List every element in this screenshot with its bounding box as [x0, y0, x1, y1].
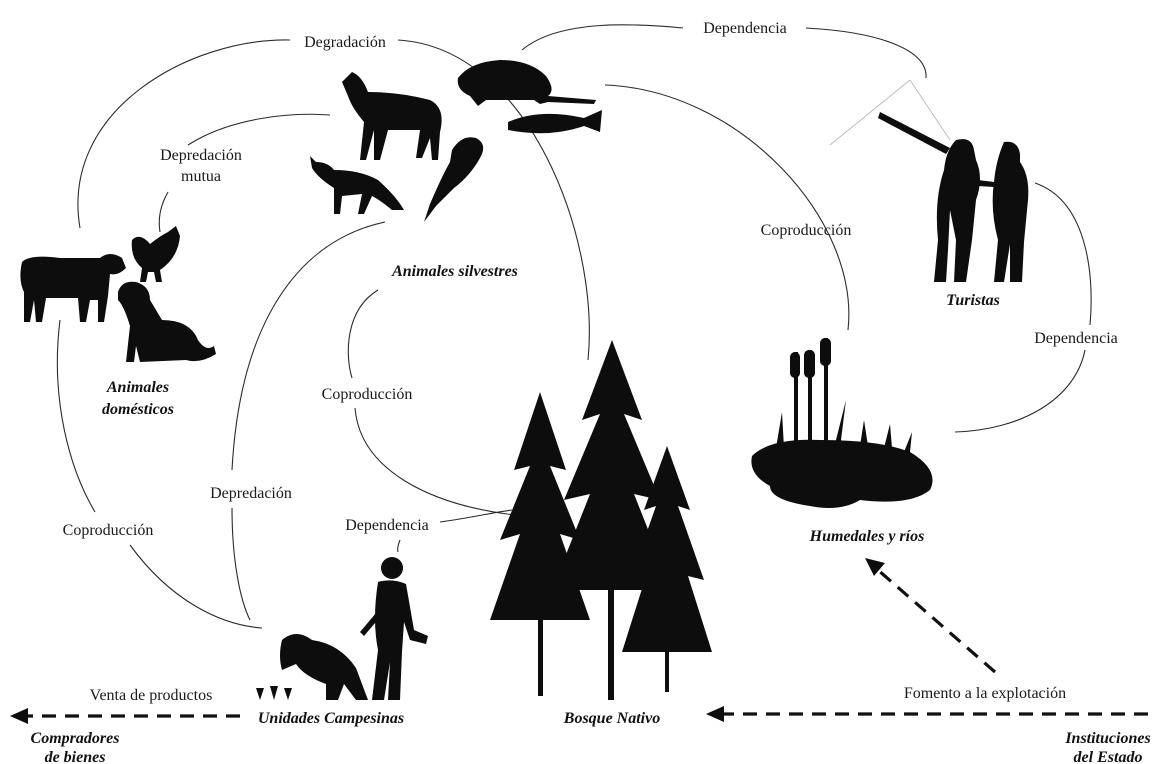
beaver-icon: [458, 60, 596, 106]
arrow-instituciones-head: [706, 706, 724, 722]
arc-degradacion: [78, 40, 290, 228]
arc-coproduccion-bosque: [348, 290, 378, 378]
deer-icon: [342, 72, 442, 160]
label-depredacion-mutua-1: Depredación: [160, 147, 242, 164]
arc-coproduccion-humedales: [605, 85, 849, 330]
arc-depredacion-mutua-down: [159, 192, 168, 232]
label-dependencia-campesinos: Dependencia: [345, 517, 429, 534]
arc-dependencia-campesinos-tick: [398, 540, 400, 552]
label-dependencia-top: Dependencia: [703, 20, 787, 37]
label-coproduccion-humedales: Coproducción: [761, 222, 852, 239]
node-turistas: Turistas: [946, 292, 1000, 309]
fish-icon: [508, 110, 602, 133]
node-compradores-2: de bienes: [45, 749, 106, 764]
arc-dependencia-turistas-low: [955, 350, 1085, 432]
chicken-icon: [132, 226, 180, 282]
forest-icon: [490, 340, 712, 700]
label-degradacion: Degradación: [304, 34, 386, 51]
dog-icon: [118, 282, 216, 362]
arc-coproduccion-domesticos: [57, 320, 95, 512]
arc-dependencia-top-right: [806, 28, 926, 78]
wetland-icon: [751, 338, 932, 508]
label-venta: Venta de productos: [90, 687, 213, 704]
label-dependencia-turistas: Dependencia: [1034, 330, 1118, 347]
node-compradores-1: Compradores: [31, 730, 120, 747]
arc-dependencia-top: [522, 25, 683, 50]
node-unidades: Unidades Campesinas: [258, 710, 404, 727]
node-animales-domesticos-2: domésticos: [102, 401, 174, 418]
node-instituciones-2: del Estado: [1074, 749, 1143, 764]
node-animales-silvestres: Animales silvestres: [391, 263, 518, 280]
label-depredacion: Depredación: [210, 485, 292, 502]
cow-icon: [20, 254, 126, 322]
arc-coproduccion-domesticos-low: [130, 545, 262, 628]
label-coproduccion-domesticos: Coproducción: [63, 522, 154, 539]
node-bosque: Bosque Nativo: [563, 710, 660, 727]
arc-dependencia-campesinos: [440, 510, 512, 522]
arc-depredacion-low: [232, 508, 250, 620]
arrow-fomento: [878, 570, 995, 672]
arc-dependencia-turistas: [1035, 183, 1091, 325]
arrow-venta-head: [10, 708, 28, 724]
arc-depredacion-mutua: [188, 114, 330, 145]
label-fomento: Fomento a la explotación: [904, 685, 1066, 702]
node-humedales: Humedales y ríos: [809, 528, 925, 545]
label-coproduccion-bosque: Coproducción: [322, 386, 413, 403]
node-animales-domesticos-1: Animales: [106, 379, 169, 396]
arc-depredacion: [232, 222, 385, 470]
hunters-icon: [830, 80, 1028, 282]
node-instituciones-1: Instituciones: [1064, 730, 1150, 747]
fox-icon: [310, 156, 404, 214]
arc-coproduccion-bosque-low: [355, 408, 515, 515]
farmers-icon: [256, 557, 428, 700]
label-depredacion-mutua-2: mutua: [181, 168, 221, 185]
